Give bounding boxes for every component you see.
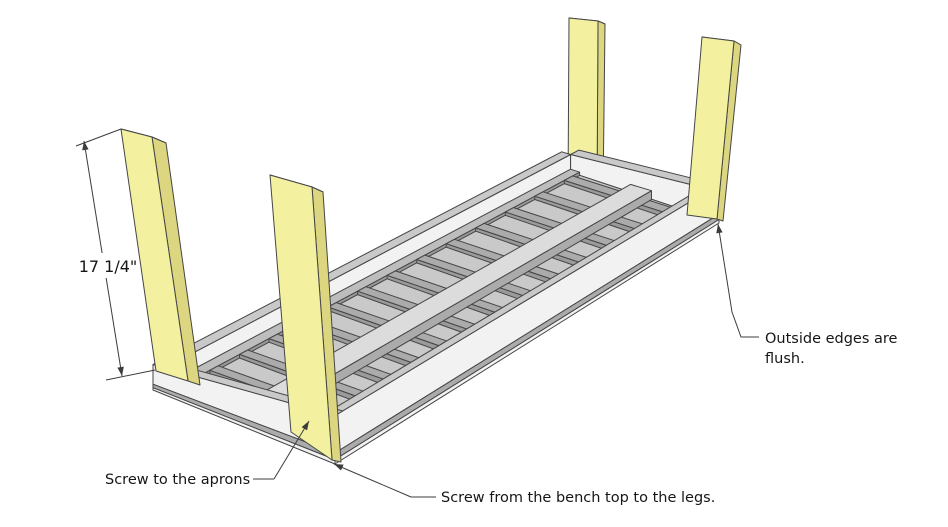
dimension-extension-line-bottom xyxy=(105,369,156,381)
aprons-leader-line xyxy=(273,420,310,480)
flush-note-label-line2: flush. xyxy=(765,351,805,367)
aprons-note-label: Screw to the aprons xyxy=(105,472,250,488)
flush-note-label-line1: Outside edges are xyxy=(765,331,898,347)
leg-height-dimension: 17 1/4" xyxy=(75,128,156,381)
right-front-leg xyxy=(686,36,742,222)
bench-top-leader-arrow xyxy=(334,464,344,471)
dimension-arrow-bottom xyxy=(117,366,124,376)
dimension-text-mask xyxy=(79,253,137,278)
aprons-leader-arrow xyxy=(301,421,309,431)
flush-leader-line xyxy=(717,223,759,338)
bench-body xyxy=(152,149,720,465)
dimension-arrow-top xyxy=(82,141,89,151)
dimension-label: 17 1/4" xyxy=(79,257,138,276)
leg-front-face xyxy=(269,174,333,461)
left-front-leg xyxy=(269,174,342,463)
leg-front-face xyxy=(120,128,189,382)
bench-top-note-label: Screw from the bench top to the legs. xyxy=(441,490,715,506)
left-back-leg xyxy=(120,128,201,386)
aprons-note-annotation: Screw to the aprons xyxy=(105,420,310,488)
bench-top-note-annotation: Screw from the bench top to the legs. xyxy=(333,463,715,506)
dimension-extension-line-top xyxy=(75,128,122,147)
flush-note-annotation: Outside edges are flush. xyxy=(716,223,898,367)
bench-top-leader-line xyxy=(333,463,412,498)
flush-leader-arrow xyxy=(716,224,723,234)
leg-front-face xyxy=(686,36,735,220)
